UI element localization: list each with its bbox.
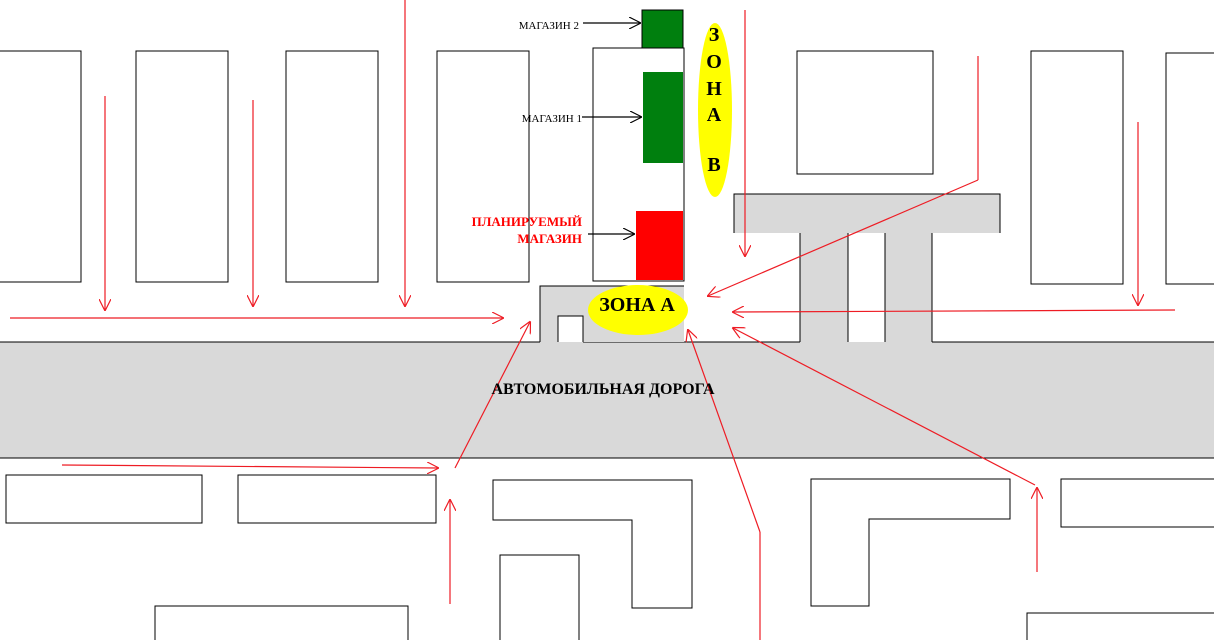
store-2-label: МАГАЗИН 2 — [519, 20, 579, 32]
flow-arrow — [688, 330, 761, 533]
flow-arrow — [708, 179, 979, 296]
zone-b-label: З О Н А В — [706, 24, 722, 176]
driveway-t-outline — [733, 193, 1001, 342]
zone-b-letter: Н — [706, 78, 722, 100]
planned-store — [636, 211, 683, 280]
building-l-shape — [492, 479, 693, 609]
building — [436, 50, 530, 283]
zone-b-letter: А — [707, 104, 722, 126]
zone-b-letter: О — [706, 51, 722, 73]
building — [285, 50, 379, 283]
flow-arrows — [10, 0, 1176, 640]
zone-b-marker — [698, 23, 732, 197]
planned-store-label-line2: МАГАЗИН — [517, 231, 582, 246]
building — [499, 554, 580, 640]
building-l-shape — [810, 478, 1011, 607]
building — [1026, 612, 1214, 640]
store-1 — [643, 72, 683, 163]
building — [0, 50, 82, 283]
building — [1060, 478, 1214, 528]
building — [237, 474, 437, 524]
building — [5, 474, 203, 524]
road-label: АВТОМОБИЛЬНАЯ ДОРОГА — [491, 381, 715, 398]
zone-a-marker — [588, 285, 688, 335]
planned-store-label-line1: ПЛАНИРУЕМЫЙ — [472, 214, 582, 229]
building — [135, 50, 229, 283]
zone-a-label: ЗОНА А — [599, 294, 675, 316]
zone-b-letter: З — [709, 24, 720, 46]
flow-arrow — [454, 322, 530, 469]
building — [796, 50, 934, 175]
flow-arrow — [733, 328, 1036, 486]
store-2 — [641, 9, 684, 49]
building — [154, 605, 409, 640]
road — [0, 342, 1214, 458]
store-1-label: МАГАЗИН 1 — [522, 113, 582, 125]
flow-arrow — [61, 465, 438, 468]
zone-b-letter: В — [707, 154, 720, 176]
flow-arrow — [733, 310, 1176, 312]
building — [1165, 52, 1214, 285]
building — [1030, 50, 1124, 285]
